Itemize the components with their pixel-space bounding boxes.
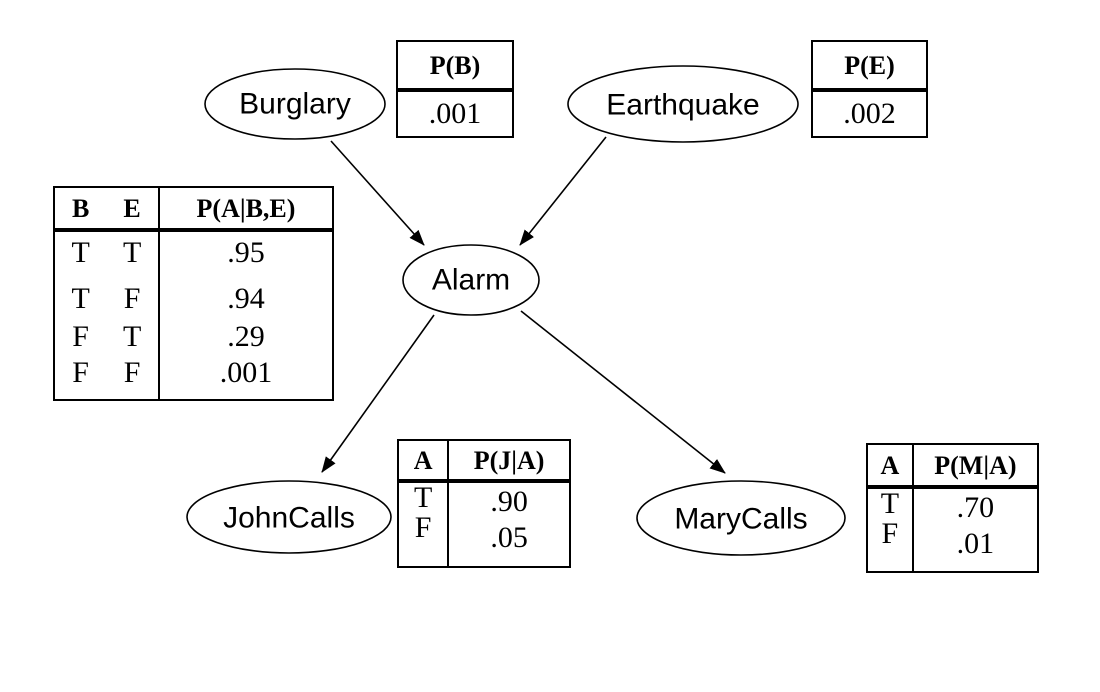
cpt-alarm-cell: T: [122, 236, 142, 269]
cpt-johncalls: A P(J|A) T F .90 .05: [397, 439, 571, 568]
cpt-alarm-cell: .29: [157, 321, 332, 358]
cpt-earthquake-header: P(E): [813, 42, 926, 92]
cpt-alarm-cell: T: [71, 281, 90, 315]
table-row: T F .94: [55, 275, 332, 322]
cpt-alarm-cell: T: [122, 319, 142, 353]
cpt-marycalls-header-a: A: [868, 445, 913, 489]
cpt-marycalls-states: T F: [868, 487, 913, 571]
cpt-johncalls-probs: .90 .05: [447, 481, 569, 566]
cpt-marycalls-cell: .01: [956, 527, 995, 560]
cpt-alarm-cell: T: [71, 236, 90, 269]
cpt-burglary: P(B) .001: [396, 40, 514, 138]
cpt-marycalls-probs: .70 .01: [911, 487, 1037, 571]
node-marycalls-label: MaryCalls: [674, 503, 807, 536]
node-burglary-label: Burglary: [239, 88, 351, 121]
cpt-johncalls-cell: .05: [490, 521, 528, 554]
cpt-johncalls-states: T F: [399, 481, 448, 566]
cpt-johncalls-cell: .90: [490, 485, 528, 518]
cpt-marycalls-cell: T: [880, 487, 900, 520]
cpt-burglary-value: .001: [428, 97, 482, 130]
cpt-alarm-cell: F: [72, 319, 89, 353]
cpt-earthquake-value: .002: [843, 97, 896, 130]
node-alarm: Alarm: [402, 244, 540, 316]
node-johncalls: JohnCalls: [186, 480, 392, 554]
node-burglary: Burglary: [204, 68, 386, 140]
cpt-alarm-cell: F: [123, 355, 141, 389]
node-marycalls: MaryCalls: [636, 480, 846, 556]
edge-burglary-alarm: [330, 140, 425, 246]
node-earthquake: Earthquake: [567, 65, 799, 143]
cpt-johncalls-cell: T: [413, 481, 433, 514]
node-earthquake-label: Earthquake: [606, 89, 759, 122]
cpt-alarm-cell: .94: [157, 275, 332, 322]
cpt-alarm-cell: F: [123, 281, 141, 315]
table-row: T F .90 .05: [399, 481, 569, 566]
cpt-alarm-header-e: E: [106, 188, 159, 232]
cpt-alarm: B E P(A|B,E) T T .95 T F .94 F T .29 F F…: [53, 186, 334, 401]
node-alarm-label: Alarm: [432, 264, 510, 297]
cpt-alarm-header-prob: P(A|B,E): [157, 188, 332, 232]
cpt-marycalls: A P(M|A) T F .70 .01: [866, 443, 1039, 573]
cpt-johncalls-header-prob: P(J|A): [447, 441, 569, 483]
table-row: T T .95: [55, 230, 332, 276]
cpt-burglary-header: P(B): [398, 42, 512, 92]
table-row: F F .001: [55, 355, 332, 399]
cpt-alarm-cell: .001: [157, 357, 332, 399]
node-johncalls-label: JohnCalls: [223, 502, 355, 535]
cpt-marycalls-header-prob: P(M|A): [911, 445, 1037, 489]
cpt-johncalls-cell: F: [414, 511, 432, 544]
cpt-marycalls-cell: F: [881, 517, 899, 550]
cpt-earthquake: P(E) .002: [811, 40, 928, 138]
edge-alarm-marycalls: [520, 310, 726, 474]
cpt-alarm-cell: .95: [157, 230, 332, 276]
table-row: F T .29: [55, 319, 332, 358]
edge-earthquake-alarm: [519, 136, 607, 246]
cpt-alarm-header-b: B: [55, 188, 107, 232]
cpt-marycalls-cell: .70: [956, 491, 995, 524]
edge-alarm-johncalls: [321, 314, 435, 473]
cpt-johncalls-header-a: A: [399, 441, 449, 483]
cpt-alarm-cell: F: [72, 355, 89, 389]
table-row: T F .70 .01: [868, 487, 1037, 571]
